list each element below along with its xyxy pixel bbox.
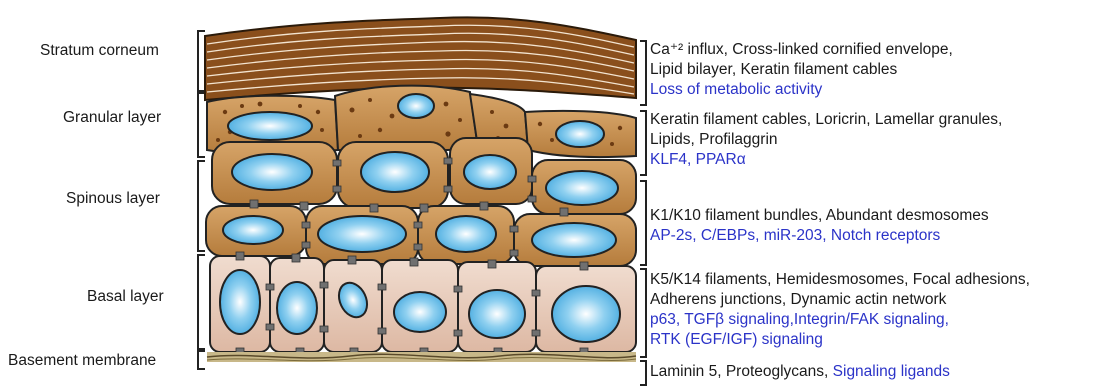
basement-membrane-graphic — [207, 352, 636, 362]
